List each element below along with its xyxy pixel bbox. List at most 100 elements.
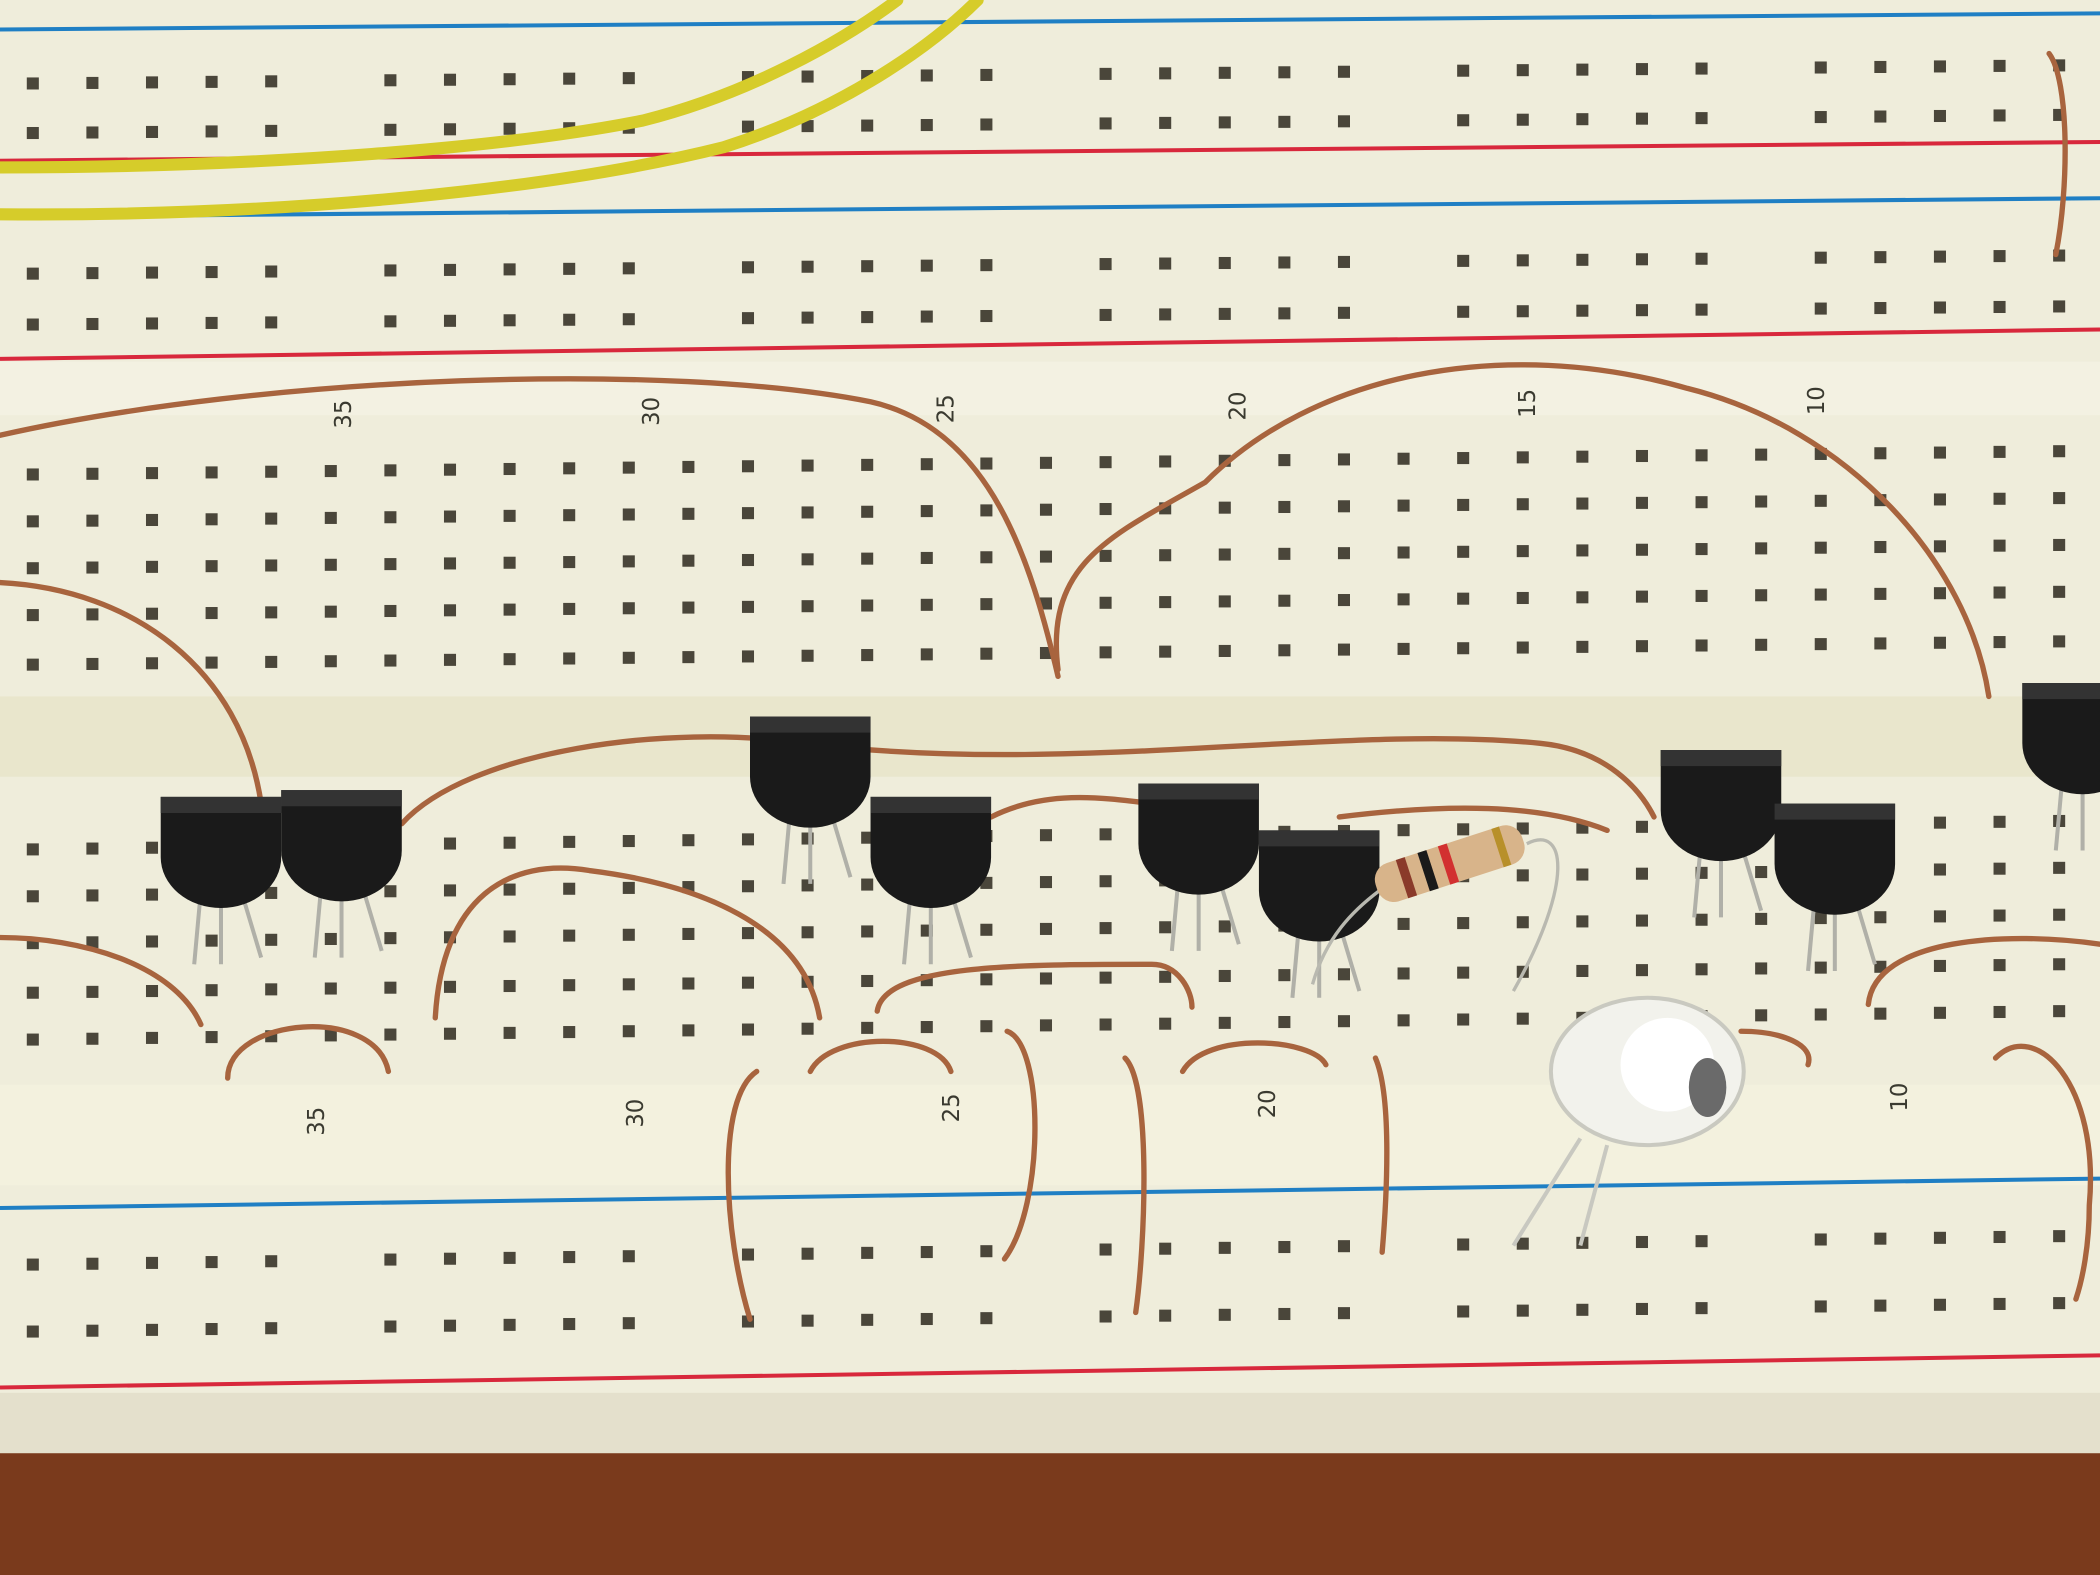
hole: [1457, 823, 1470, 836]
hole: [1874, 110, 1887, 123]
hole: [1337, 1015, 1350, 1028]
hole: [1814, 251, 1827, 264]
hole: [1576, 591, 1589, 604]
hole: [145, 1323, 159, 1336]
hole: [265, 1322, 278, 1335]
hole: [265, 559, 278, 572]
hole: [26, 658, 39, 671]
hole: [1218, 1016, 1231, 1029]
hole: [443, 510, 457, 523]
hole: [86, 1032, 99, 1045]
hole: [205, 560, 218, 573]
hole: [86, 936, 99, 949]
hole: [1337, 65, 1350, 78]
hole: [265, 512, 278, 525]
hole: [1993, 492, 2006, 505]
hole: [503, 883, 516, 896]
hole: [1278, 256, 1291, 269]
hole: [1397, 452, 1410, 465]
hole: [1695, 1235, 1708, 1248]
hole: [1993, 59, 2006, 72]
hole: [563, 262, 576, 275]
hole: [205, 984, 218, 997]
hole: [920, 1312, 933, 1326]
hole: [980, 598, 993, 611]
hole: [265, 933, 278, 946]
hole: [563, 313, 576, 326]
hole: [1695, 639, 1708, 652]
transistor: [870, 796, 992, 965]
hole: [563, 882, 576, 895]
hole: [1337, 453, 1350, 466]
hole: [1695, 543, 1708, 556]
hole: [1635, 112, 1648, 125]
hole: [1695, 303, 1708, 316]
hole: [205, 1323, 218, 1336]
column-label: 25: [934, 394, 960, 423]
hole: [1814, 111, 1827, 124]
column-labels-top: 35 30 25 20 15 10: [331, 386, 1830, 428]
hole: [1993, 1297, 2006, 1310]
hole: [622, 508, 635, 521]
hole: [1874, 587, 1887, 600]
hole: [1814, 912, 1827, 925]
hole: [1874, 1232, 1887, 1245]
hole: [1397, 499, 1410, 512]
hole: [1695, 62, 1708, 75]
hole: [1635, 253, 1648, 266]
hole: [622, 1317, 635, 1330]
hole: [1755, 542, 1768, 555]
hole: [1993, 1005, 2006, 1019]
hole: [1576, 544, 1589, 557]
hole: [26, 890, 39, 903]
hole: [1874, 1007, 1887, 1020]
hole: [1993, 539, 2006, 552]
hole: [1516, 498, 1529, 511]
hole: [1159, 257, 1172, 270]
hole: [741, 460, 755, 473]
hole: [1397, 967, 1410, 980]
hole: [384, 264, 397, 277]
hole: [443, 604, 457, 617]
hole: [1933, 587, 1946, 600]
hole: [145, 317, 159, 330]
resistor: [1310, 825, 1560, 992]
hole: [1039, 922, 1053, 935]
hole: [1695, 449, 1708, 462]
hole: [563, 1251, 576, 1264]
hole: [26, 562, 39, 575]
hole: [1814, 1300, 1827, 1313]
hole: [1933, 446, 1946, 459]
hole: [1635, 867, 1648, 880]
hole: [1457, 64, 1470, 77]
hole: [1099, 646, 1112, 659]
column-label: 15: [1515, 389, 1541, 418]
hole: [26, 77, 39, 90]
transistor: [2022, 683, 2100, 851]
hole: [1278, 500, 1291, 514]
hole: [1159, 645, 1172, 658]
hole: [384, 932, 397, 945]
hole: [563, 1317, 576, 1331]
hole: [980, 504, 993, 517]
hole: [205, 266, 218, 279]
hole: [1099, 1018, 1112, 1031]
hole: [980, 973, 993, 986]
hole: [920, 551, 933, 564]
hole: [145, 841, 159, 854]
hole: [1159, 67, 1172, 80]
hole: [1755, 589, 1768, 602]
hole: [861, 831, 874, 844]
hole: [2053, 635, 2066, 648]
hole: [1635, 449, 1648, 463]
hole: [861, 925, 874, 938]
hole: [861, 974, 874, 988]
hole: [145, 1256, 159, 1269]
hole: [384, 558, 397, 571]
hole: [1993, 300, 2006, 314]
hole: [265, 1255, 278, 1268]
hole: [1635, 496, 1648, 509]
hole: [801, 70, 814, 83]
hole: [443, 263, 457, 276]
hole: [1278, 594, 1291, 607]
